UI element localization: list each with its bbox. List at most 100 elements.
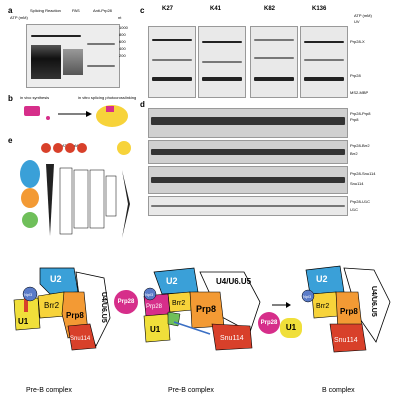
lane-box xyxy=(59,167,73,235)
blot-band xyxy=(151,177,345,183)
npl3-shape xyxy=(301,289,315,303)
blot-band xyxy=(202,77,242,81)
panel-e-letter: e xyxy=(8,136,13,145)
panel-a-letter: a xyxy=(8,6,13,15)
snu114-shape xyxy=(67,323,97,351)
panel-c-band-label: MS2-MBP xyxy=(350,90,369,95)
panel-a-atp-label: ATP (mM) xyxy=(10,15,28,20)
diagram-label-npl3: Npl3 xyxy=(24,292,33,297)
bpa-dot xyxy=(46,116,50,120)
panel-a-markers: 1000 800 600 400 200 xyxy=(119,26,128,58)
diagram-label-prp28-released: Prp28 xyxy=(260,320,278,326)
panel-c-col-k82: K82 xyxy=(264,6,276,12)
blot-band xyxy=(304,41,344,43)
panel-a-header-pas: PAS xyxy=(72,8,80,13)
diagram-label-u4u6: U4/U6.U5 xyxy=(370,286,377,317)
complex-shape xyxy=(22,212,38,228)
diagram-label-u1: U1 xyxy=(18,317,29,326)
gel-band xyxy=(87,65,115,67)
panel-c-blot-k41 xyxy=(198,26,246,98)
arrow-head-icon xyxy=(286,302,291,308)
blot-band xyxy=(151,149,345,155)
blot-band xyxy=(151,205,345,207)
panel-d-blot-row2 xyxy=(148,140,348,164)
complex-shape xyxy=(21,188,39,208)
diagram-label-prp8: Prp8 xyxy=(196,304,216,314)
lane-box xyxy=(89,169,105,229)
caption-middle: Pre-B complex xyxy=(168,387,214,394)
gel-band xyxy=(31,35,81,37)
diagram-label-u2: U2 xyxy=(166,276,178,286)
diagram-label-brr2: Brr2 xyxy=(172,300,185,307)
diagram-label-snu114: Snu114 xyxy=(334,337,358,344)
blot-band xyxy=(152,39,192,41)
caption-right: B complex xyxy=(322,387,355,394)
panel-c-col-k27: K27 xyxy=(162,6,174,12)
lane-box xyxy=(105,175,117,217)
panel-d-band-label: Prp8 xyxy=(350,117,359,122)
blot-band xyxy=(254,57,294,59)
panel-d-band-label: Prp28-Prp8 xyxy=(350,111,371,116)
panel-b-letter: b xyxy=(8,94,13,103)
gel-band xyxy=(87,43,115,45)
prp28-released: Prp28 xyxy=(258,312,280,334)
blot-band xyxy=(202,61,242,63)
diagram-label-u2: U2 xyxy=(50,274,62,284)
marker-label: 1000 xyxy=(119,25,128,30)
u1-released: U1 xyxy=(280,318,302,338)
blot-band xyxy=(254,77,294,81)
panel-d-band-label: Prp28-Snu114 xyxy=(350,171,376,176)
panel-b-step2: in vitro splicing photocrosslinking xyxy=(78,95,137,100)
panel-c-band-label: Prp28 xyxy=(350,73,361,78)
u1-shape xyxy=(143,313,171,343)
panel-d-letter: d xyxy=(140,100,145,109)
panel-c-blot-k27 xyxy=(148,26,196,98)
marker-label: 600 xyxy=(119,39,126,44)
diagram-right: U2 U4/U6.U5 Brr2 Prp8 Snu114 Npl3 xyxy=(301,265,391,353)
panel-c-blot-k82 xyxy=(250,26,298,98)
panel-d-blot-row4 xyxy=(148,196,348,216)
blot-band xyxy=(152,59,192,61)
panel-c-letter: c xyxy=(140,6,145,15)
diagram-label-u2: U2 xyxy=(316,274,328,284)
transition-arrow xyxy=(272,302,291,308)
gel-smear xyxy=(31,45,61,79)
panel-a-gel xyxy=(26,24,120,88)
diagram-label-npl3: Npl3 xyxy=(145,292,154,297)
panel-c-col-k136: K136 xyxy=(312,6,327,12)
panel-a-nt-label: nt xyxy=(118,15,122,20)
diagram-label-u4u6: U4/U6.U5 xyxy=(100,292,107,323)
panel-d-band-label: Brr2 xyxy=(350,151,358,156)
complex-shape xyxy=(20,160,40,188)
blot-band xyxy=(151,117,345,125)
panel-d-blot-row1 xyxy=(148,108,348,138)
panel-d-blot-row3 xyxy=(148,166,348,194)
marker-label: 200 xyxy=(119,53,126,58)
panel-c-band-label: Prp28-X xyxy=(350,39,365,44)
diagram-label-prp28-floating: Prp28 xyxy=(117,299,135,305)
snu114-shape xyxy=(211,323,253,351)
diagram-left: U2 U4/U6.U5 Brr2 Prp8 U1 Snu114 Npl3 xyxy=(13,267,111,351)
panel-d-band-label: Snu114 xyxy=(350,181,364,186)
factor-circle xyxy=(117,141,131,155)
diagram-label-brr2: Brr2 xyxy=(44,301,60,310)
diagram-label-u1: U1 xyxy=(150,325,161,334)
prp28-floating: Prp28 xyxy=(114,290,138,314)
panel-a-header-anti: Anti-Prp28 xyxy=(93,8,112,13)
panel-c-atp-label: ATP (mM) xyxy=(354,13,372,18)
blot-band xyxy=(254,39,294,41)
snu114-shape xyxy=(329,323,367,353)
diagram-label-prp8: Prp8 xyxy=(66,311,84,320)
lane-box xyxy=(73,169,89,229)
npl3-shape xyxy=(22,286,38,302)
factor-circle xyxy=(41,143,51,153)
factor-circle xyxy=(53,143,63,153)
wedge-icon xyxy=(46,164,54,236)
blot-band xyxy=(304,59,344,61)
arrow-head-icon xyxy=(86,111,92,117)
wedge-icon xyxy=(122,170,130,238)
diagram-label-u1-released: U1 xyxy=(285,323,297,332)
diagram-label-snu114: Snu114 xyxy=(220,335,244,342)
npl3-shape xyxy=(143,287,157,301)
caption-left: Pre-B complex xyxy=(26,387,72,394)
